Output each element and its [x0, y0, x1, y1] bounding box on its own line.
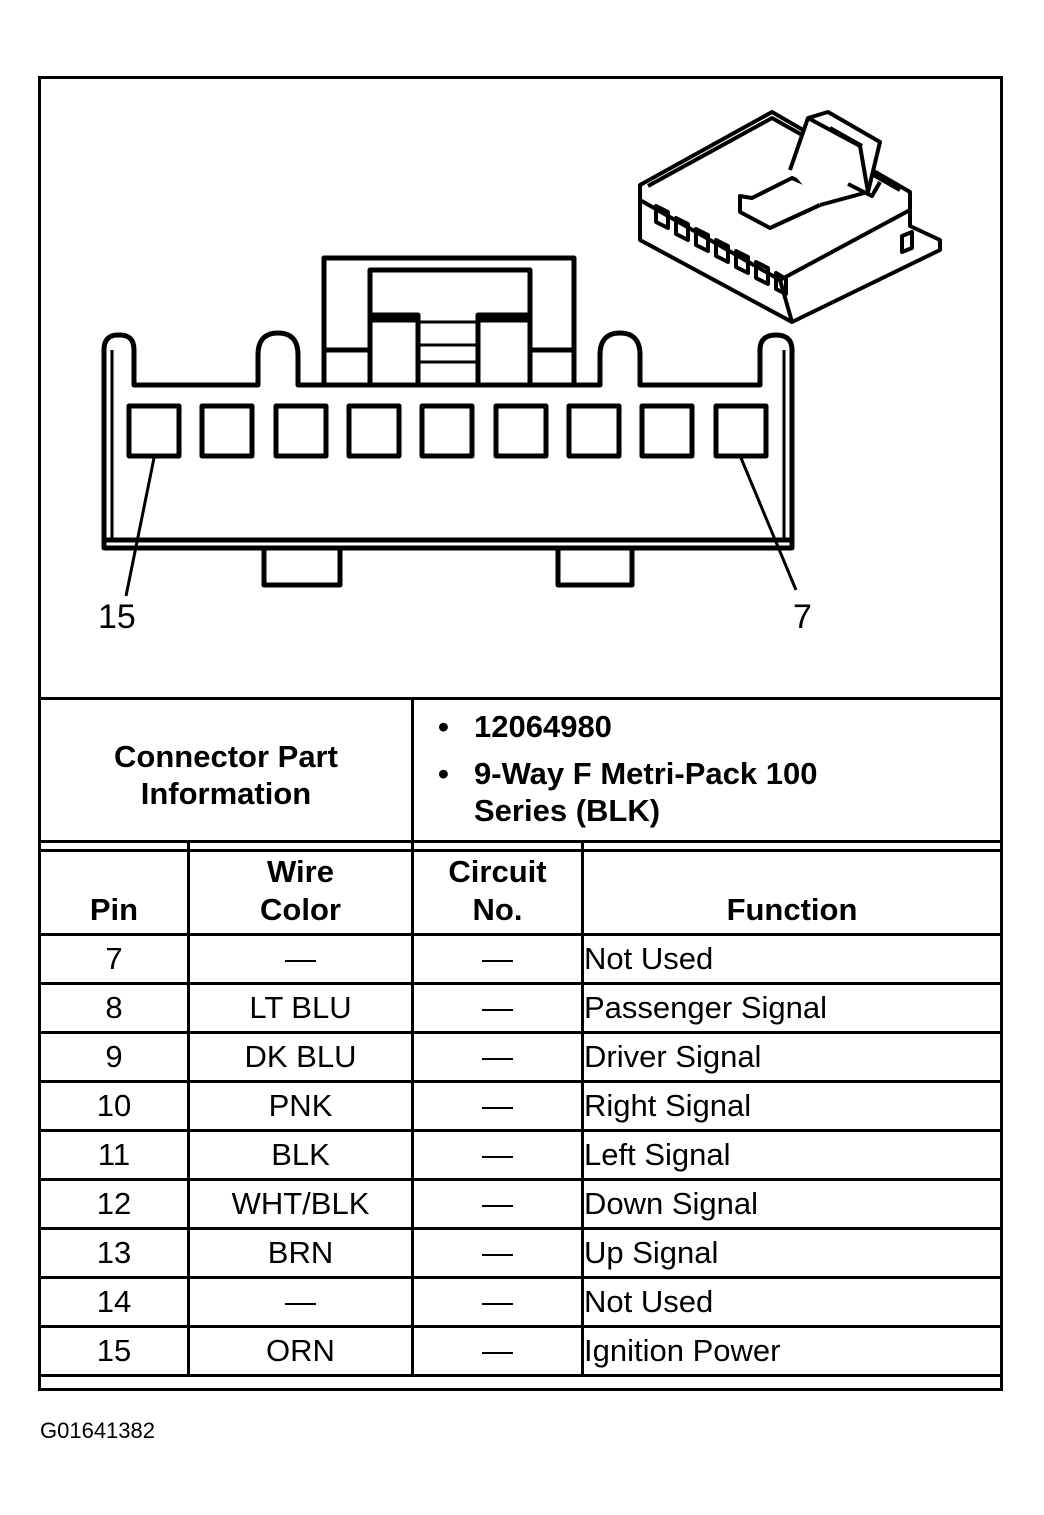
connector-info-label-text: Connector Part Information — [114, 738, 338, 811]
cell-pin: 9 — [38, 1031, 190, 1083]
cell-wire-color: — — [187, 933, 414, 985]
cell-function: Right Signal — [581, 1080, 1003, 1132]
bottom-tab-right — [555, 548, 635, 588]
header-circuit-no-text: Circuit No. — [448, 854, 547, 927]
cell-function: Driver Signal — [581, 1031, 1003, 1083]
cell-wire-color: WHT/BLK — [187, 1178, 414, 1230]
pin-cavity-9 — [566, 403, 622, 459]
header-function: Function — [581, 840, 1003, 936]
pin-cavity-15 — [126, 403, 182, 459]
cell-function: Passenger Signal — [581, 982, 1003, 1034]
connector-info-bullets: 12064980 9-Way F Metri-Pack 100 Series (… — [414, 700, 1000, 849]
pin-cavity-10 — [493, 403, 549, 459]
cell-pin: 15 — [38, 1325, 190, 1377]
cell-circuit: — — [411, 982, 584, 1034]
bottom-tab-left — [261, 548, 343, 588]
table-row: 15 ORN — Ignition Power — [38, 1325, 1003, 1377]
connector-info-values: 12064980 9-Way F Metri-Pack 100 Series (… — [411, 697, 1003, 852]
figure-id: G01641382 — [40, 1418, 155, 1443]
connector-type: 9-Way F Metri-Pack 100 Series (BLK) — [438, 755, 1000, 829]
cell-wire-color: ORN — [187, 1325, 414, 1377]
cell-function: Down Signal — [581, 1178, 1003, 1230]
connector-drawing — [101, 110, 942, 597]
cell-function: Not Used — [581, 933, 1003, 985]
table-row: 7 — — Not Used — [38, 933, 1003, 985]
cell-pin: 8 — [38, 982, 190, 1034]
table-row: 9 DK BLU — Driver Signal — [38, 1031, 1003, 1083]
pin-cavity-14 — [199, 403, 255, 459]
cell-pin: 10 — [38, 1080, 190, 1132]
part-number: 12064980 — [438, 708, 1000, 745]
pin-cavity-13 — [273, 403, 329, 459]
pin-cavity-11 — [419, 403, 475, 459]
pin-cavity-12 — [346, 403, 402, 459]
cell-wire-color: PNK — [187, 1080, 414, 1132]
table-row: 11 BLK — Left Signal — [38, 1129, 1003, 1181]
cell-wire-color: LT BLU — [187, 982, 414, 1034]
cell-wire-color: BRN — [187, 1227, 414, 1279]
pin-label-right: 7 — [793, 598, 812, 636]
cell-circuit: — — [411, 1325, 584, 1377]
pin-cavity-8 — [639, 403, 695, 459]
pin-label-left: 15 — [98, 598, 136, 636]
connector-type-text: 9-Way F Metri-Pack 100 Series (BLK) — [474, 756, 818, 828]
cell-pin: 11 — [38, 1129, 190, 1181]
cell-circuit: — — [411, 1080, 584, 1132]
table-row: 10 PNK — Right Signal — [38, 1080, 1003, 1132]
table-row: 8 LT BLU — Passenger Signal — [38, 982, 1003, 1034]
header-wire-color-text: Wire Color — [260, 854, 341, 927]
pin-table-header: Pin Wire Color Circuit No. Function — [38, 840, 1003, 936]
isometric-connector — [638, 110, 942, 324]
cell-circuit: — — [411, 1178, 584, 1230]
pin-table: Pin Wire Color Circuit No. Function 7 — … — [38, 840, 1003, 1377]
cell-function: Left Signal — [581, 1129, 1003, 1181]
cell-circuit: — — [411, 1227, 584, 1279]
cell-wire-color: DK BLU — [187, 1031, 414, 1083]
table-row: 12 WHT/BLK — Down Signal — [38, 1178, 1003, 1230]
cell-function: Not Used — [581, 1276, 1003, 1328]
leader-line-7 — [739, 457, 798, 591]
cell-pin: 12 — [38, 1178, 190, 1230]
cell-circuit: — — [411, 1031, 584, 1083]
leader-line-15 — [124, 457, 156, 597]
cell-wire-color: — — [187, 1276, 414, 1328]
pin-cavity-7 — [713, 403, 769, 459]
connector-info-label: Connector Part Information — [38, 697, 414, 852]
cell-circuit: — — [411, 933, 584, 985]
header-pin: Pin — [38, 840, 190, 936]
table-row: 13 BRN — Up Signal — [38, 1227, 1003, 1279]
cell-circuit: — — [411, 1276, 584, 1328]
cell-circuit: — — [411, 1129, 584, 1181]
cell-pin: 7 — [38, 933, 190, 985]
header-circuit-no: Circuit No. — [411, 840, 584, 936]
cell-wire-color: BLK — [187, 1129, 414, 1181]
connector-info-table: Connector Part Information 12064980 9-Wa… — [38, 697, 1003, 852]
cell-pin: 13 — [38, 1227, 190, 1279]
header-wire-color: Wire Color — [187, 840, 414, 936]
cell-function: Up Signal — [581, 1227, 1003, 1279]
cell-pin: 14 — [38, 1276, 190, 1328]
cell-function: Ignition Power — [581, 1325, 1003, 1377]
table-row: 14 — — Not Used — [38, 1276, 1003, 1328]
